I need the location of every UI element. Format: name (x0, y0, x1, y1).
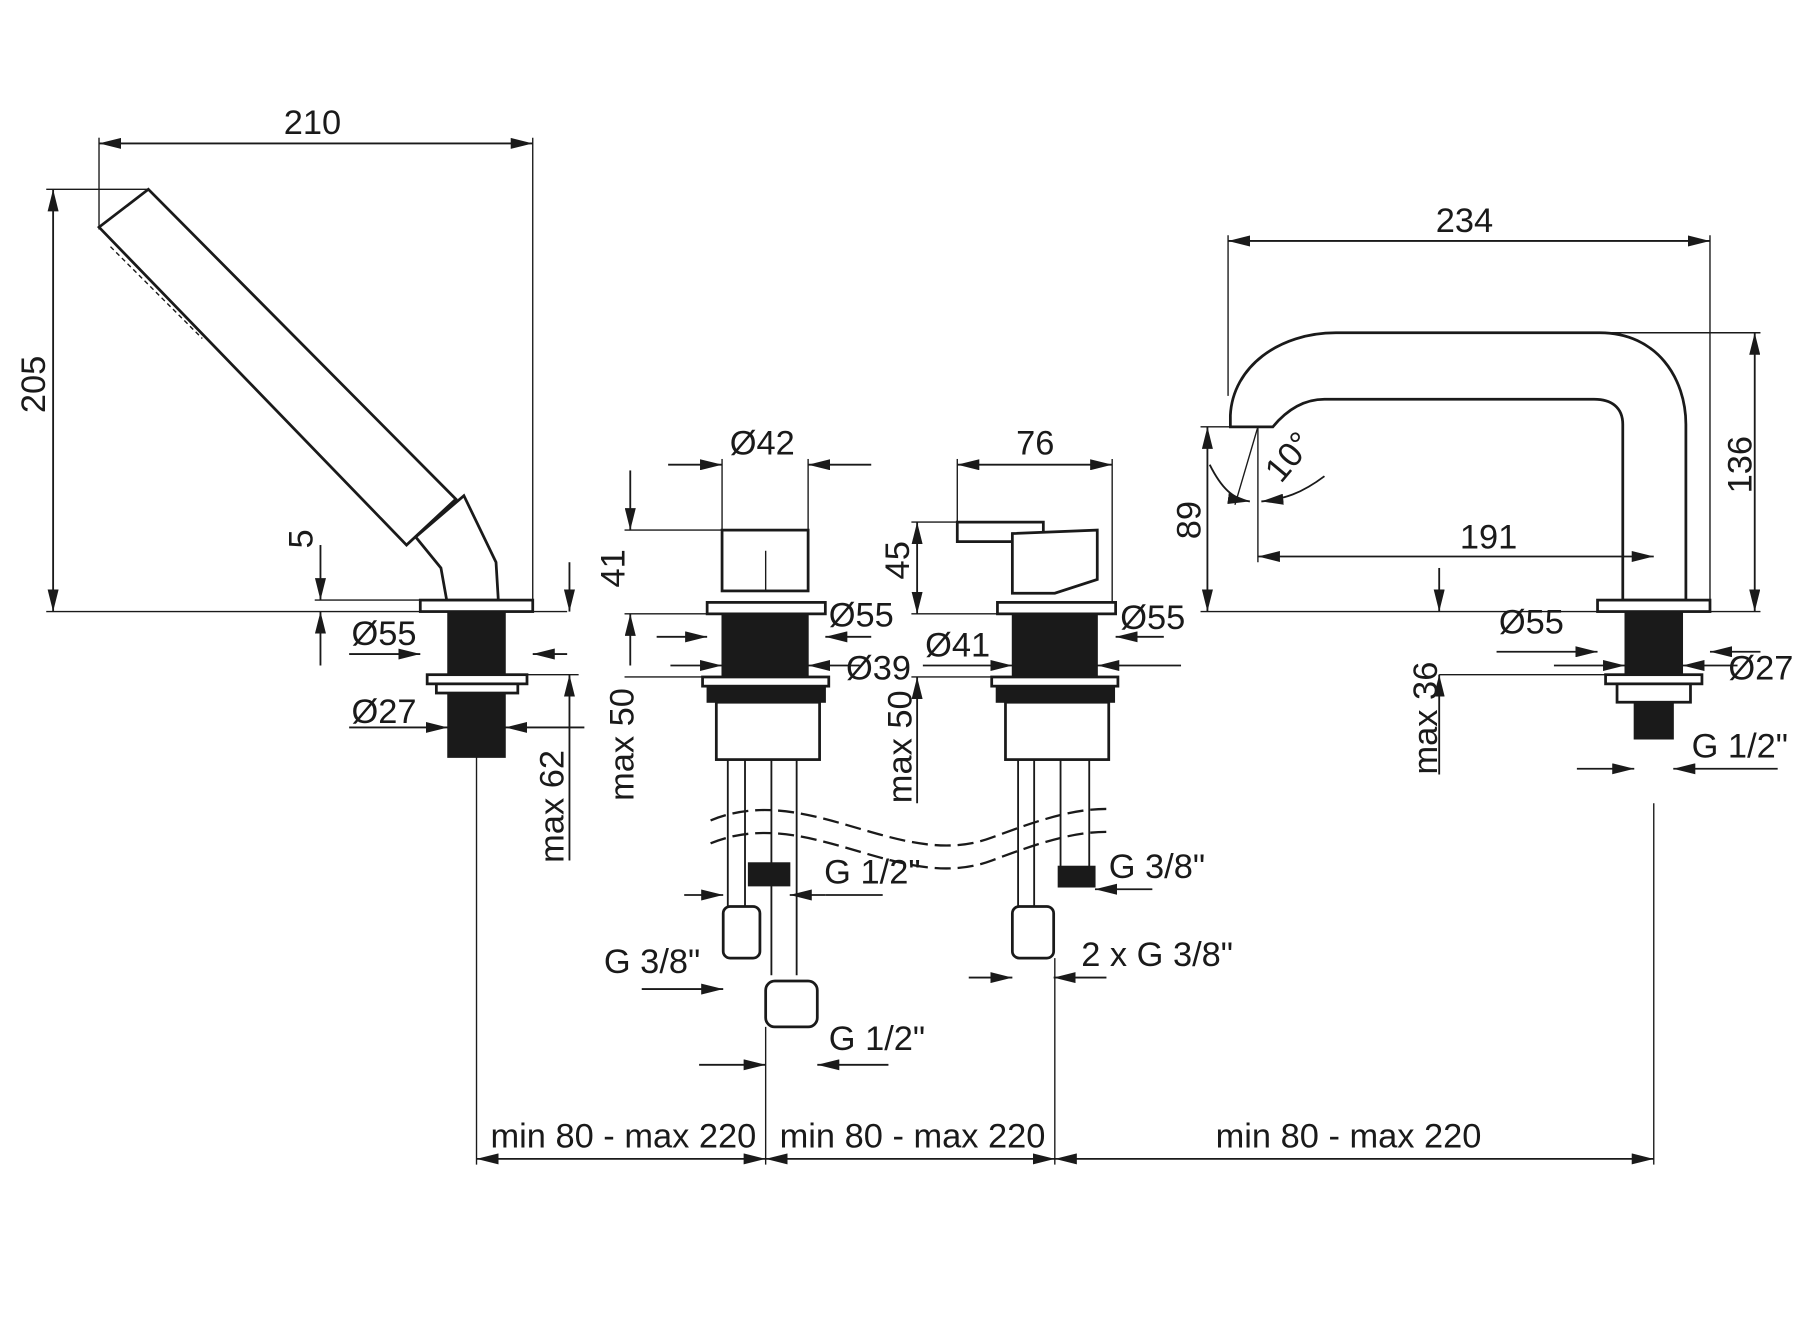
dim-shank-diameter: Ø27 (351, 693, 416, 731)
dim-width: 234 (1436, 202, 1493, 240)
dim-angle: 10° (1258, 425, 1321, 489)
dim-width: 210 (284, 104, 341, 142)
spacing-2: min 80 - max 220 (780, 1117, 1046, 1155)
spout (1228, 331, 1712, 740)
dim-shank-diameter: Ø39 (846, 649, 911, 687)
dim-hose-1: G 1/2" (824, 854, 920, 892)
dim-plate-diameter: Ø55 (1120, 599, 1185, 637)
spacing-3: min 80 - max 220 (1216, 1117, 1482, 1155)
mixer-1-dimensions: Ø42 41 Ø55 Ø39 max 50 G 1/2" G 3/8" G 1/… (595, 424, 925, 1071)
hand-shower (96, 187, 535, 758)
mixer-1 (701, 528, 831, 1029)
dim-outlet-height: 89 (1171, 501, 1209, 539)
dim-plate-thickness: 5 (282, 529, 320, 548)
dim-shank-diameter: Ø27 (1728, 649, 1793, 687)
dim-shank-length: max 50 (881, 690, 919, 803)
dim-height: 205 (15, 356, 53, 413)
mixer-2-dimensions: 76 45 Ø41 Ø55 max 50 G 3/8" 2 x G 3/8" (879, 424, 1233, 984)
spout-dimensions: 234 136 89 10° 191 Ø55 Ø27 max 36 G 1/2" (1171, 202, 1794, 775)
dim-reach: 191 (1460, 518, 1517, 556)
dim-shank-length: max 50 (604, 688, 642, 801)
dim-height: 45 (879, 541, 917, 579)
spray-nozzles-icon (110, 246, 203, 339)
dim-height: 136 (1721, 436, 1759, 493)
dim-hose-3: G 1/2" (829, 1020, 925, 1058)
dim-hose-2: 2 x G 3/8" (1081, 936, 1233, 974)
dim-plate-diameter: Ø55 (1499, 603, 1564, 641)
dim-shank-diameter: Ø41 (925, 626, 990, 664)
break-line (710, 807, 1107, 847)
spacing-1: min 80 - max 220 (490, 1117, 756, 1155)
hand-shower-dimensions: 210 205 5 Ø55 Ø27 max 62 (15, 104, 585, 863)
dim-width: 76 (1016, 424, 1054, 462)
dim-hose-2: G 3/8" (604, 943, 700, 981)
break-line (710, 830, 1107, 870)
dim-shank-length: max 36 (1407, 662, 1445, 775)
dim-diameter: Ø42 (730, 424, 795, 462)
spacing-dimensions: min 80 - max 220 min 80 - max 220 min 80… (475, 757, 1655, 1165)
dim-plate-diameter: Ø55 (829, 596, 894, 634)
dim-shank-length: max 62 (534, 750, 572, 863)
dim-plate-diameter: Ø55 (351, 615, 416, 653)
mixer-2 (955, 520, 1120, 960)
dim-thread: G 1/2" (1692, 727, 1788, 765)
dim-hose-1: G 3/8" (1109, 848, 1205, 886)
dim-height: 41 (595, 549, 633, 587)
